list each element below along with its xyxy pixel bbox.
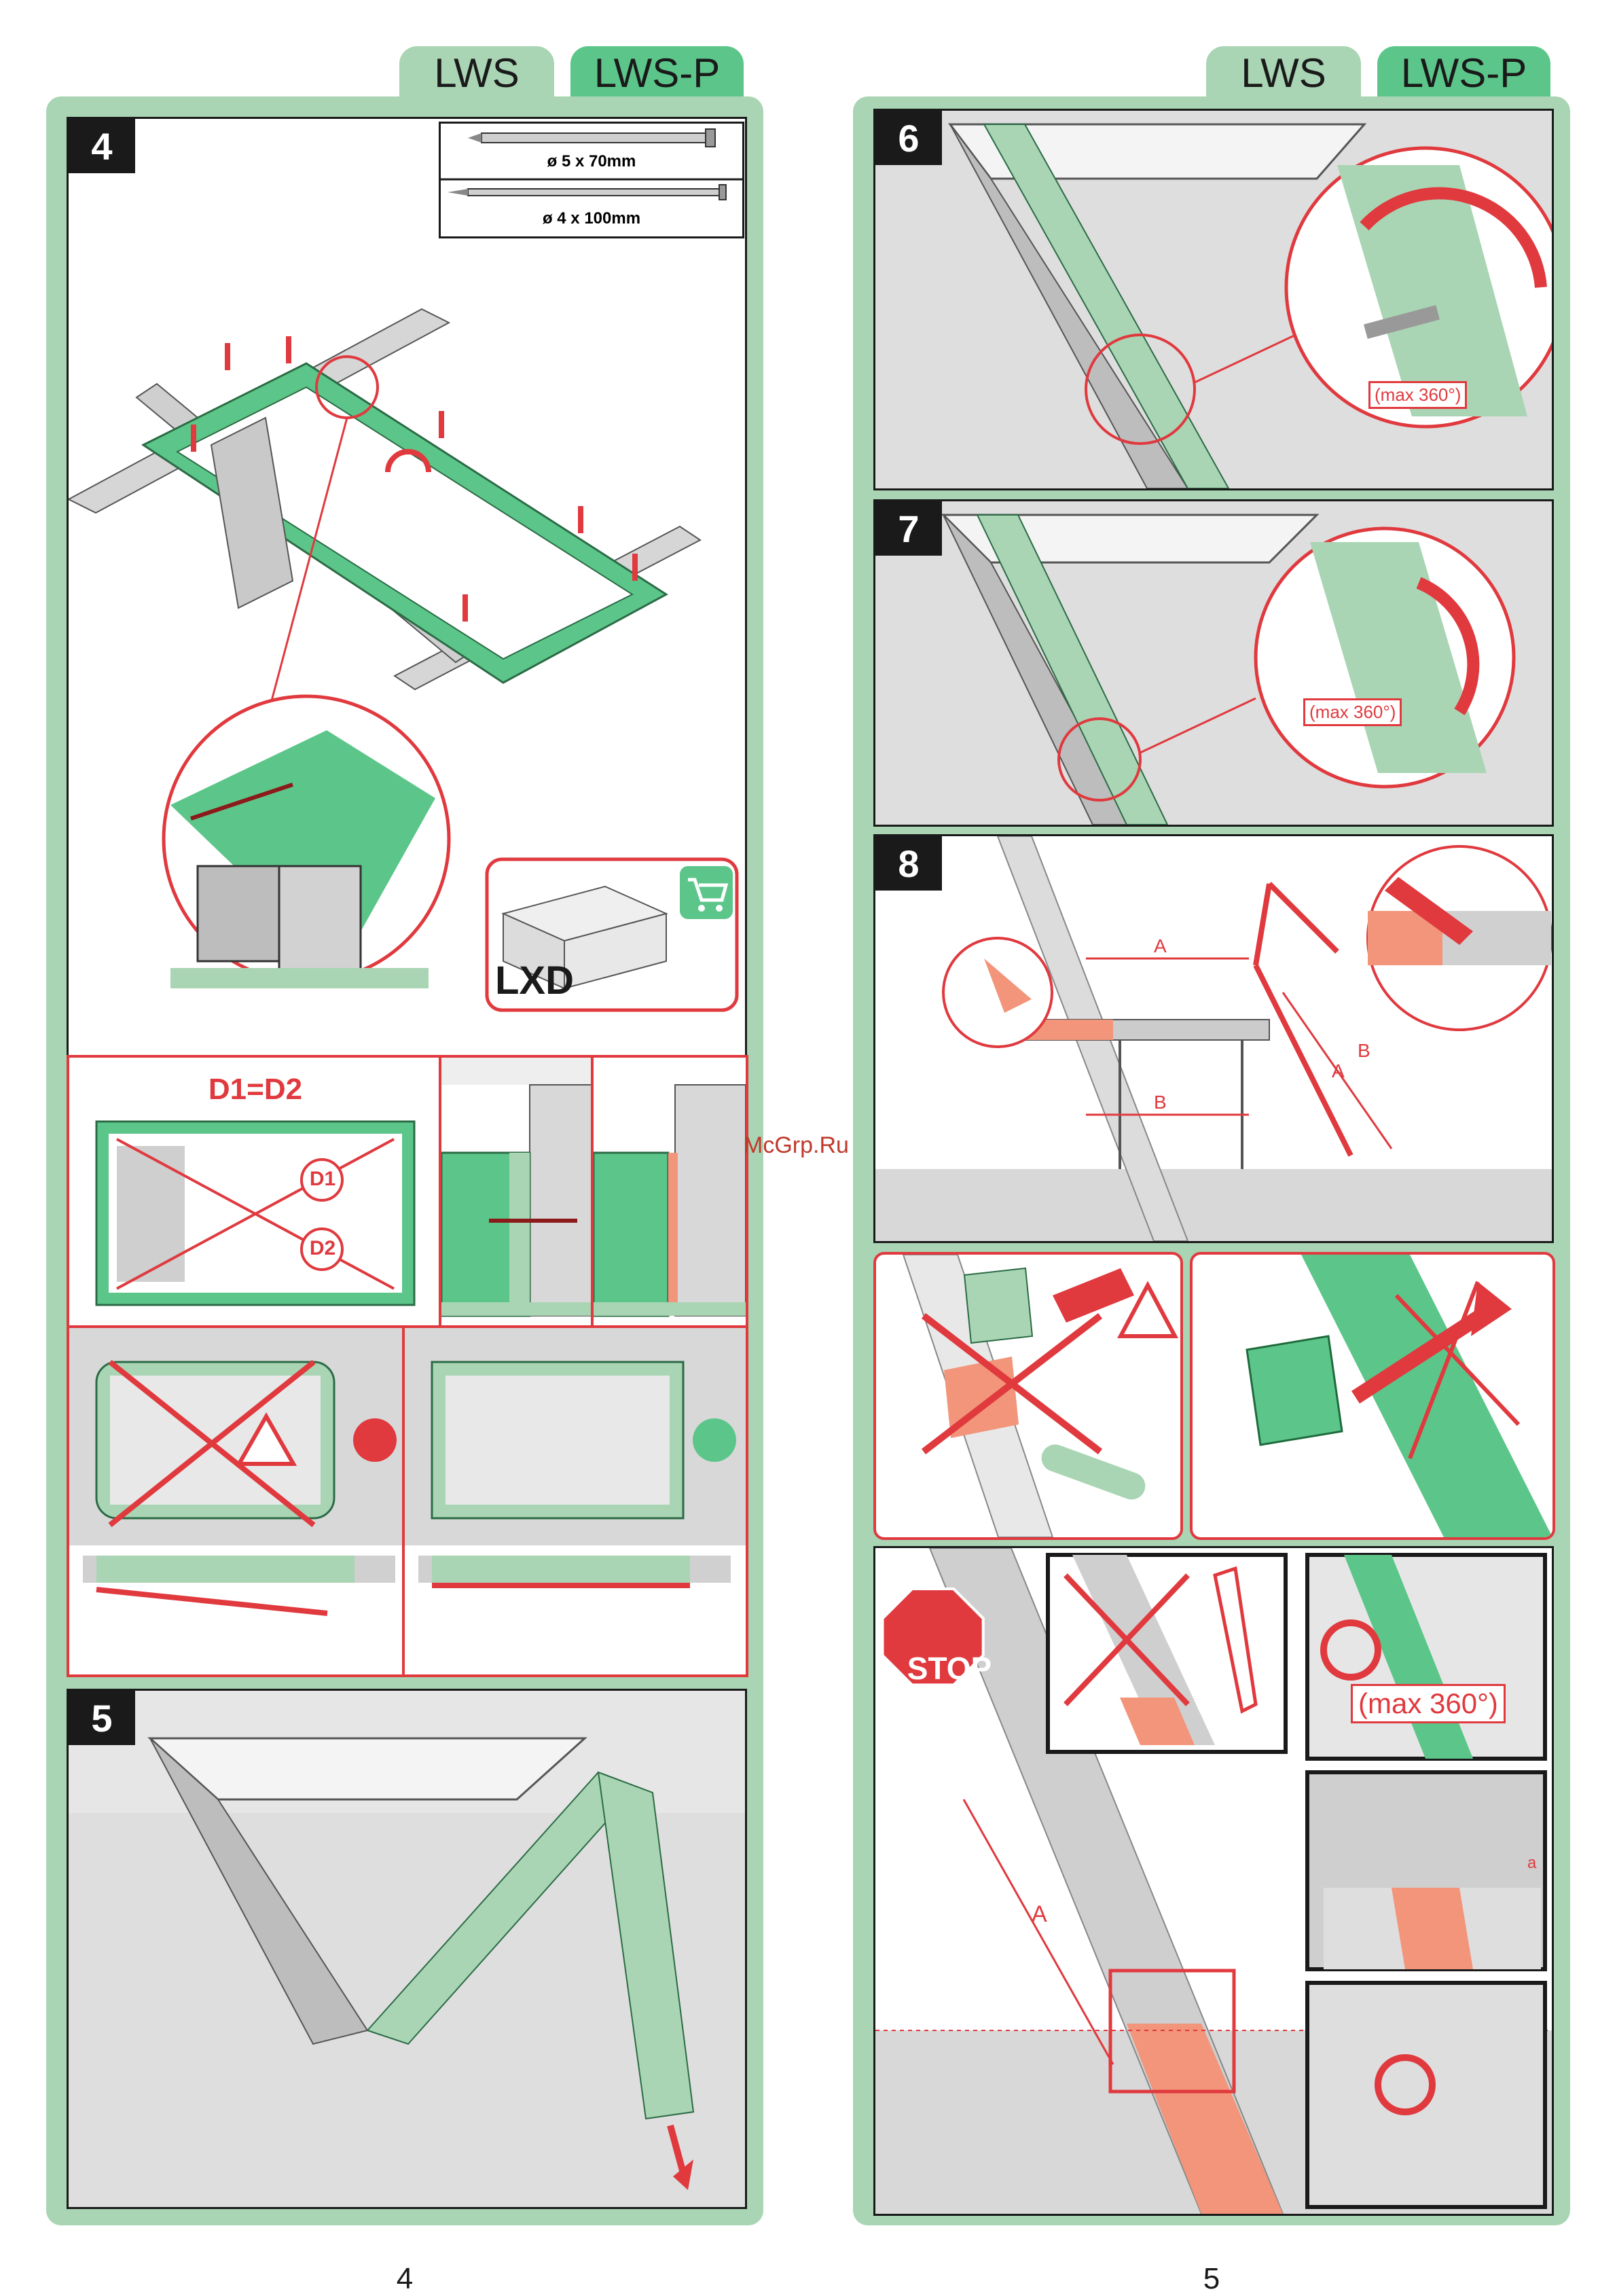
max-rotation-label-7: (max 360°) — [1303, 698, 1402, 726]
no-drill-panel — [873, 1252, 1183, 1540]
tab-lws-left: LWS — [399, 46, 554, 99]
page-number-right: 5 — [1203, 2262, 1220, 2296]
section-screw-panel — [439, 1055, 596, 1331]
measure-b-diag-label: B — [1358, 1040, 1370, 1062]
diagonal-check-panel: D1=D2 D1 D2 — [67, 1055, 444, 1331]
thumbs-up-icon — [693, 1418, 736, 1462]
step-5-number: 5 — [69, 1691, 135, 1745]
correct-frame-panel — [402, 1325, 748, 1677]
step-6-panel: 6 (max 360°) — [873, 109, 1554, 490]
measure-a-diag-label: A — [1332, 1060, 1345, 1082]
lxd-kit-label: LXD — [495, 958, 574, 1003]
stop-sign-label: STOP — [903, 1650, 996, 1687]
step-4-number: 4 — [69, 119, 135, 173]
section-lxd-panel — [591, 1055, 748, 1331]
section-screw-drawing — [441, 1058, 594, 1328]
measure-cut-illustration — [875, 836, 1552, 1241]
adjust-hinge-illustration-6 — [875, 111, 1552, 488]
watermark: McGrp.Ru — [744, 1132, 849, 1159]
adjust-hinge-illustration-7 — [875, 501, 1552, 825]
page-number-left: 4 — [397, 2262, 413, 2296]
no-pull-drawing — [1193, 1255, 1552, 1537]
thumbs-down-icon — [353, 1418, 397, 1462]
no-pull-panel — [1190, 1252, 1555, 1540]
wrong-frame-panel — [67, 1325, 407, 1677]
cut-length-illustration — [875, 1548, 1552, 2214]
diagonal-d2-label: D2 — [306, 1237, 340, 1260]
diagonal-frame-drawing — [69, 1058, 441, 1328]
step-7-number: 7 — [875, 501, 942, 556]
section-lxd-drawing — [594, 1058, 746, 1328]
step-8-number: 8 — [875, 836, 942, 891]
measure-a-label: A — [1154, 935, 1167, 957]
step-4-panel: 4 ø 5 x 70mm ø 4 x 100mm — [67, 117, 747, 1058]
step-6-number: 6 — [875, 111, 942, 165]
tab-lws-right: LWS — [1206, 46, 1361, 99]
step-5-panel: 5 — [67, 1689, 747, 2209]
max-rotation-label-stop: (max 360°) — [1351, 1684, 1506, 1723]
step-8-panel: 8 A B A B — [873, 834, 1554, 1243]
frame-installation-illustration — [69, 119, 745, 1056]
unfold-ladder-illustration — [69, 1691, 745, 2207]
stop-panel: STOP (max 360°) A a — [873, 1546, 1554, 2216]
measure-b-label: B — [1154, 1092, 1167, 1113]
diagonal-d1-label: D1 — [306, 1168, 340, 1191]
max-rotation-label-6: (max 360°) — [1368, 381, 1467, 409]
tab-lws-p-left: LWS-P — [570, 46, 744, 99]
wrong-frame-drawing — [69, 1328, 405, 1674]
step-7-panel: 7 (max 360°) — [873, 499, 1554, 827]
no-drill-drawing — [876, 1255, 1180, 1537]
correct-frame-drawing — [405, 1328, 746, 1674]
drill-icon — [1053, 1268, 1134, 1323]
offset-a-label: a — [1527, 1854, 1536, 1873]
tab-lws-p-right: LWS-P — [1377, 46, 1550, 99]
cut-length-a-label: A — [1032, 1901, 1047, 1928]
